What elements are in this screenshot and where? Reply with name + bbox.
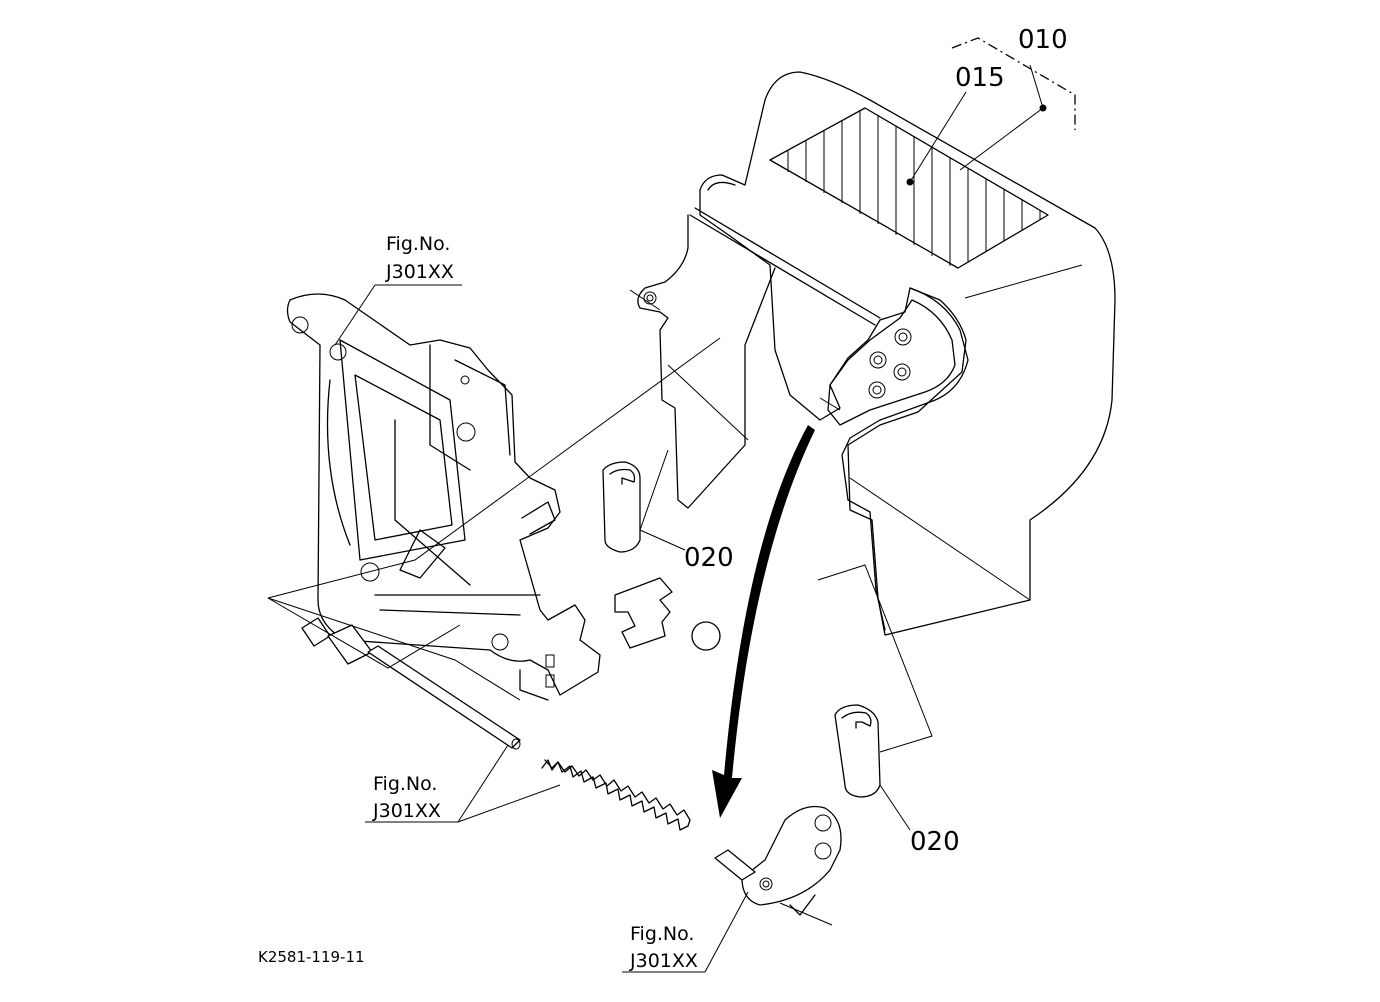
assembly-arrow <box>712 425 815 818</box>
filter-hatching <box>787 111 1041 266</box>
intake-frame <box>286 293 601 701</box>
ref-top-left-line2: J301XX <box>385 261 454 283</box>
bushing-lower <box>834 704 881 798</box>
ref-top-left-line1: Fig.No. <box>386 233 450 255</box>
bushing-upper <box>602 461 641 553</box>
drawing-code: K2581-119-11 <box>258 948 365 966</box>
callout-020-upper: 020 <box>684 543 734 573</box>
ref-middle-left-line1: Fig.No. <box>373 773 437 795</box>
callout-020-lower: 020 <box>910 827 960 857</box>
ref-bottom-line2: J301XX <box>629 950 698 972</box>
ref-bottom-line1: Fig.No. <box>630 923 694 945</box>
ref-middle-left-line2: J301XX <box>372 800 441 822</box>
callout-015: 015 <box>955 63 1005 93</box>
rod-assembly <box>301 617 842 926</box>
blower-housing <box>629 71 1116 636</box>
callout-010: 010 <box>1018 25 1068 55</box>
clip-and-ball <box>614 577 721 651</box>
leader-lines <box>267 284 933 973</box>
